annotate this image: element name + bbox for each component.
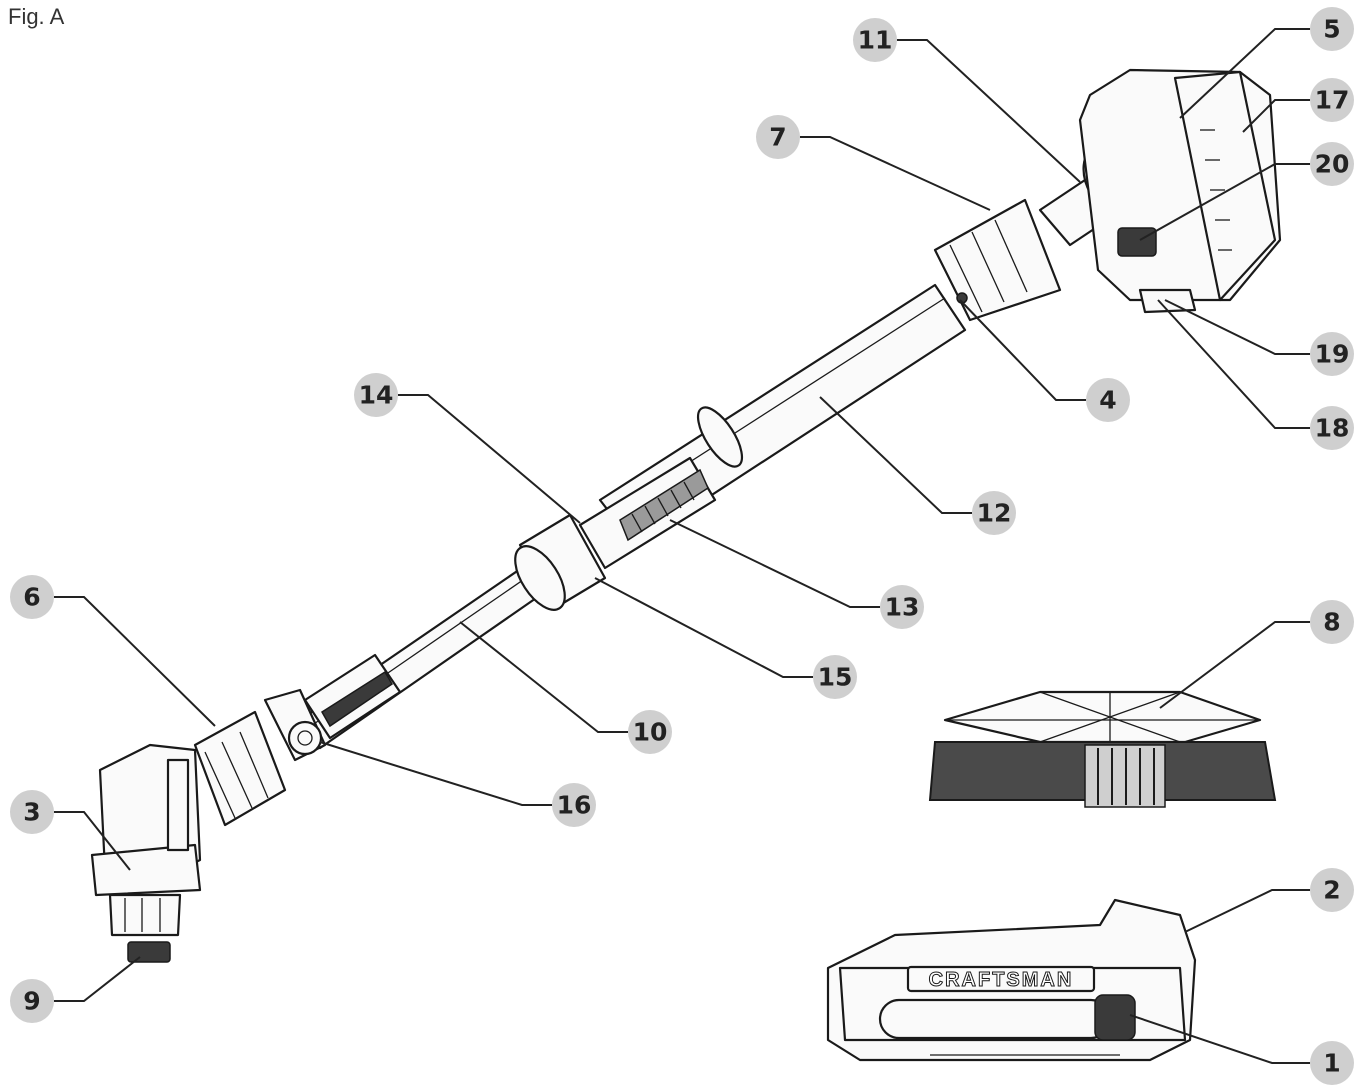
lower-grip — [303, 653, 402, 740]
callout-15: 15 — [813, 655, 857, 699]
pump-housing — [1078, 68, 1282, 314]
svg-text:1: 1 — [1323, 1049, 1340, 1078]
callout-13: 13 — [880, 585, 924, 629]
battery-pack: CRAFTSMAN — [826, 898, 1197, 1062]
svg-text:12: 12 — [977, 499, 1012, 528]
svg-text:5: 5 — [1323, 15, 1340, 44]
callout-8: 8 — [1310, 600, 1354, 644]
svg-text:8: 8 — [1323, 608, 1340, 637]
svg-text:4: 4 — [1099, 386, 1116, 415]
callout-16: 16 — [552, 783, 596, 827]
callout-3: 3 — [10, 790, 54, 834]
callout-12: 12 — [972, 491, 1016, 535]
callout-19: 19 — [1310, 332, 1354, 376]
callout-11: 11 — [853, 18, 897, 62]
callout-14: 14 — [354, 373, 398, 417]
grip-handle — [578, 456, 717, 570]
pole-assembly — [90, 68, 1282, 963]
svg-text:18: 18 — [1315, 414, 1350, 443]
svg-text:19: 19 — [1315, 340, 1350, 369]
svg-text:2: 2 — [1323, 876, 1340, 905]
callouts: 1 2 3 4 5 6 7 8 9 10 11 12 13 14 15 16 1… — [10, 7, 1354, 1085]
figure-title: Fig. A — [8, 4, 65, 29]
svg-text:13: 13 — [885, 593, 920, 622]
svg-text:14: 14 — [359, 381, 394, 410]
brush-attachment — [928, 690, 1277, 808]
pivot-knob — [263, 688, 327, 762]
callout-17: 17 — [1310, 78, 1354, 122]
callout-4: 4 — [1086, 378, 1130, 422]
spray-head — [90, 743, 202, 963]
callout-1: 1 — [1310, 1041, 1354, 1085]
svg-text:15: 15 — [818, 663, 853, 692]
svg-text:3: 3 — [23, 798, 40, 827]
callout-9: 9 — [10, 979, 54, 1023]
battery-brand-label: CRAFTSMAN — [929, 969, 1074, 991]
callout-7: 7 — [756, 115, 800, 159]
callout-18: 18 — [1310, 406, 1354, 450]
svg-text:10: 10 — [633, 718, 668, 747]
callout-2: 2 — [1310, 868, 1354, 912]
upper-coupling — [933, 198, 1062, 322]
lower-coupling — [193, 710, 287, 827]
svg-text:7: 7 — [769, 123, 786, 152]
callout-20: 20 — [1310, 142, 1354, 186]
svg-text:20: 20 — [1315, 150, 1350, 179]
svg-text:16: 16 — [557, 791, 592, 820]
leader-lines — [54, 28, 1310, 1064]
svg-text:9: 9 — [23, 987, 40, 1016]
svg-text:6: 6 — [23, 583, 40, 612]
callout-6: 6 — [10, 575, 54, 619]
callout-10: 10 — [628, 710, 672, 754]
svg-text:17: 17 — [1315, 86, 1350, 115]
callout-5: 5 — [1310, 7, 1354, 51]
svg-text:11: 11 — [858, 26, 893, 55]
shaft-collar — [514, 513, 607, 611]
